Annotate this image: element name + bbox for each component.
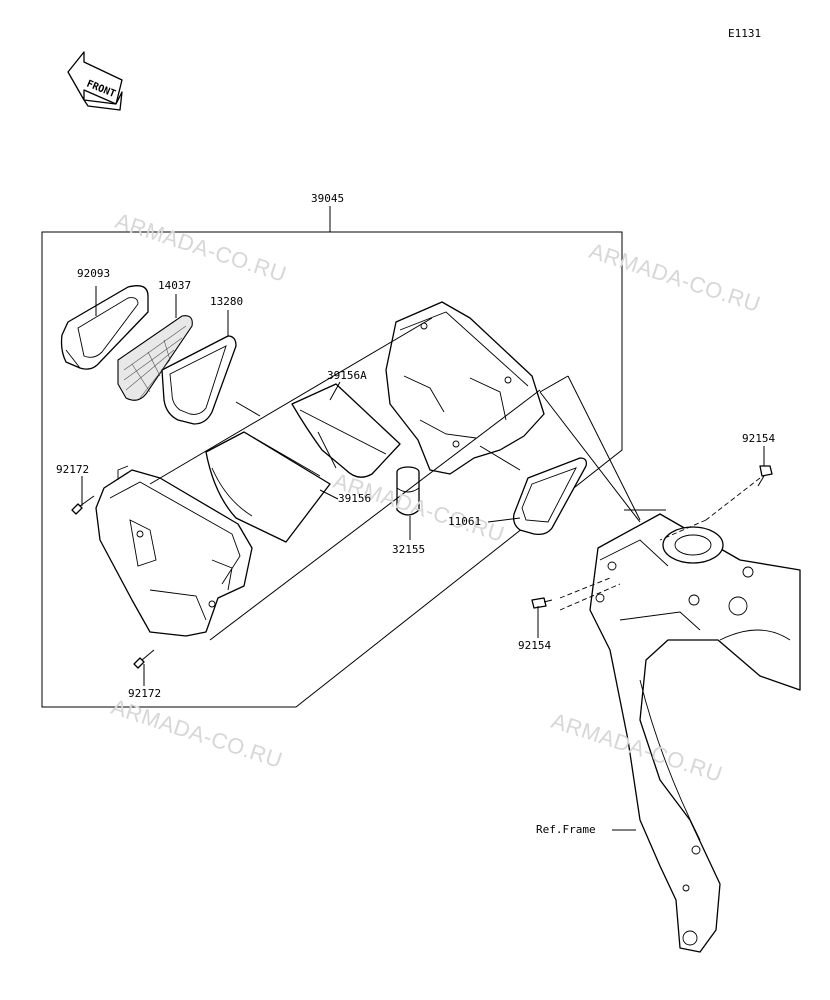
part-label-assembly[interactable]: 39045 [311,192,345,205]
dashed-lines [559,477,761,611]
collar-part [396,466,420,516]
assembly-bracket [41,206,623,708]
bolt-left-top-icon [71,495,95,515]
duct-a-part [291,383,401,478]
bolt-right-mid-icon [531,597,553,609]
part-label-cover[interactable]: 92093 [77,267,111,280]
right-housing-part [385,301,545,475]
part-label-duct-a[interactable]: 39156A [327,369,367,382]
part-label-duct[interactable]: 39156 [338,492,372,505]
part-label-screen[interactable]: 14037 [158,279,192,292]
part-label-collar[interactable]: 32155 [392,543,426,556]
part-label-frame-ref: Ref.Frame [536,823,596,836]
seal-part [512,457,588,536]
screen-part [117,315,193,401]
front-arrow-icon: FRONT [67,51,123,111]
bolt-right-top-icon [757,465,773,487]
part-label-bolt-right-top[interactable]: 92154 [742,432,776,445]
bolt-left-bottom-icon [133,649,155,669]
part-label-gasket[interactable]: 13280 [210,295,244,308]
gasket-part [161,335,237,425]
cover-part [60,285,149,370]
diagram-code: E1131 [728,27,762,40]
part-label-bolt-left-bottom[interactable]: 92172 [128,687,162,700]
duct-part [205,431,331,543]
part-label-seal[interactable]: 11061 [448,515,482,528]
leader-lines [81,286,765,831]
part-label-bolt-left-top[interactable]: 92172 [56,463,90,476]
left-housing-part [95,465,253,637]
part-label-bolt-right-mid[interactable]: 92154 [518,639,552,652]
frame-part [589,513,801,953]
